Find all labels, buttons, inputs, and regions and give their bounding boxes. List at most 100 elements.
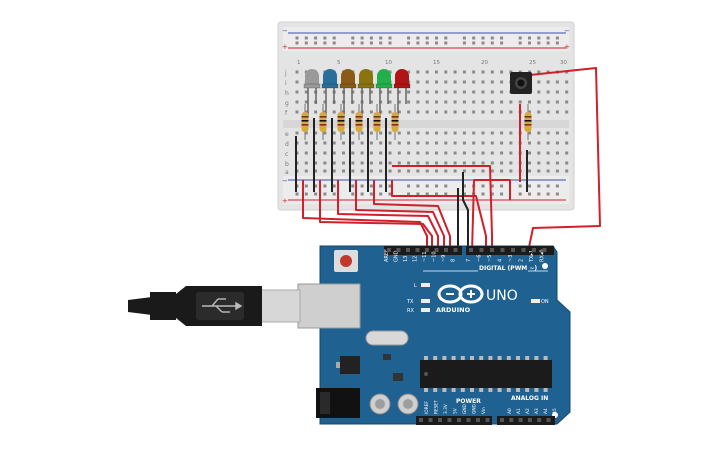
- led-blue[interactable]: [321, 69, 339, 118]
- hole: [528, 169, 531, 173]
- hole: [490, 100, 494, 104]
- hole: [435, 110, 438, 114]
- digital-pin-label: 4: [498, 259, 504, 262]
- breadboard[interactable]: − + − + − + j i h g f e d c b a 1: [277, 21, 575, 211]
- rail-hole: [425, 36, 429, 40]
- hole: [509, 100, 513, 104]
- hole: [323, 169, 327, 173]
- hole: [342, 141, 345, 145]
- wire-led3[interactable]: [337, 180, 439, 252]
- digital-pin-label: 13: [403, 256, 409, 262]
- hole: [472, 90, 476, 94]
- rail-hole: [304, 192, 308, 196]
- rail-hole: [555, 192, 559, 196]
- hole: [304, 151, 308, 155]
- resistor[interactable]: [301, 104, 309, 140]
- wire-led6[interactable]: [391, 180, 487, 252]
- pin-hole: [532, 248, 536, 252]
- resistor[interactable]: [373, 104, 381, 140]
- usb-port: [297, 283, 361, 329]
- digital-pin-label: ~10: [432, 251, 438, 262]
- hole: [509, 131, 513, 135]
- wire-led2[interactable]: [319, 180, 433, 252]
- hole: [332, 169, 336, 173]
- hole: [425, 141, 429, 145]
- resistor[interactable]: [524, 104, 532, 140]
- hole: [425, 100, 429, 104]
- rail-hole: [360, 41, 364, 45]
- hole: [425, 151, 429, 155]
- rail-hole: [462, 184, 466, 188]
- rail-hole: [425, 184, 429, 188]
- resistor[interactable]: [355, 104, 363, 140]
- hole: [351, 131, 355, 135]
- hole: [565, 131, 569, 135]
- svg-text:+: +: [282, 43, 288, 51]
- hole: [435, 80, 438, 84]
- push-button[interactable]: [510, 72, 532, 94]
- resistor[interactable]: [337, 104, 345, 140]
- hole: [481, 169, 485, 173]
- digital-pin-label: GND: [394, 250, 400, 262]
- hole: [481, 80, 485, 84]
- resistor[interactable]: [391, 104, 399, 140]
- rail-hole: [314, 184, 318, 188]
- hole: [304, 169, 308, 173]
- hole: [425, 161, 429, 165]
- power-pin-label: RESET: [434, 400, 440, 414]
- hole: [500, 151, 504, 155]
- rail-hole: [555, 41, 559, 45]
- led-gray[interactable]: [303, 69, 321, 118]
- hole: [416, 169, 420, 173]
- hole: [509, 141, 513, 145]
- hole: [435, 141, 438, 145]
- hole: [332, 141, 336, 145]
- led-olive[interactable]: [357, 69, 375, 118]
- tx-led: [421, 299, 430, 303]
- digital-pin-label: 8: [451, 259, 457, 262]
- rail-hole: [500, 192, 504, 196]
- power-pin-label: Vin: [481, 407, 487, 414]
- resistor-group[interactable]: [301, 104, 532, 140]
- wire-led5[interactable]: [373, 180, 451, 252]
- hole: [565, 141, 569, 145]
- hole: [342, 161, 345, 165]
- hole: [444, 169, 448, 173]
- pin-hole: [415, 248, 420, 252]
- analog-pin-label: A2: [525, 408, 531, 414]
- hole: [407, 151, 411, 155]
- pin-hole: [469, 248, 473, 252]
- hole: [472, 169, 476, 173]
- led-red[interactable]: [393, 69, 411, 118]
- digital-header-low: [466, 246, 554, 255]
- hole: [472, 161, 476, 165]
- wire-led4[interactable]: [355, 180, 445, 252]
- hole: [360, 141, 364, 145]
- hole: [416, 141, 420, 145]
- led-group[interactable]: [303, 69, 411, 118]
- led-green[interactable]: [375, 69, 393, 118]
- usb-cable[interactable]: [128, 283, 361, 329]
- power-pin-label: IOREF: [424, 401, 430, 414]
- hole: [500, 90, 504, 94]
- hole: [323, 151, 327, 155]
- hole: [397, 141, 401, 145]
- led-brown[interactable]: [339, 69, 357, 118]
- hole: [295, 110, 299, 114]
- rail-hole: [332, 192, 336, 196]
- hole: [323, 131, 327, 135]
- hole: [565, 169, 569, 173]
- hole: [565, 151, 569, 155]
- resistor[interactable]: [319, 104, 327, 140]
- pin-hole: [457, 418, 461, 422]
- hole: [537, 70, 541, 74]
- hole: [546, 70, 550, 74]
- rail-hole: [528, 184, 531, 188]
- rail-hole: [555, 184, 559, 188]
- wire-button[interactable]: [527, 67, 601, 253]
- rail-hole: [462, 192, 466, 196]
- wire-led1[interactable]: [302, 180, 428, 252]
- col-number-5: 5: [337, 60, 341, 66]
- wire-led7[interactable]: [392, 165, 493, 252]
